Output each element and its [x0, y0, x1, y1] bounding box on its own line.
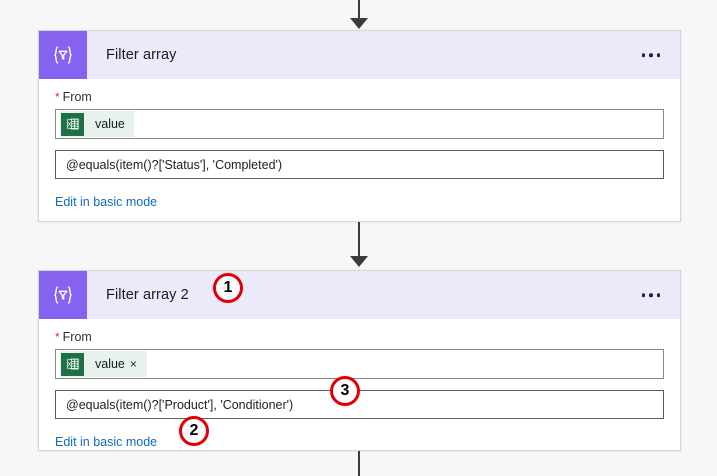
excel-icon: X — [61, 352, 84, 376]
from-input[interactable]: X value × — [55, 349, 664, 379]
card-body: * From X — [39, 79, 680, 213]
svg-text:X: X — [67, 121, 72, 128]
connector-arrow-top — [0, 0, 717, 30]
from-label-text: From — [62, 330, 92, 344]
connector-arrowhead — [350, 256, 368, 267]
required-asterisk: * — [55, 90, 60, 104]
expression-row: @equals(item()?['Status'], 'Completed') — [55, 150, 664, 179]
dot — [641, 293, 645, 297]
filter-array-icon — [39, 31, 87, 79]
dot — [649, 293, 653, 297]
token-label: value — [95, 117, 125, 131]
connector-line — [358, 451, 360, 476]
from-input[interactable]: X value — [55, 109, 664, 139]
filter-array-icon — [39, 271, 87, 319]
dynamic-content-token[interactable]: X value — [60, 111, 134, 137]
connector-line — [358, 0, 360, 20]
edit-in-basic-mode-link[interactable]: Edit in basic mode — [55, 435, 158, 449]
edit-in-basic-mode-link[interactable]: Edit in basic mode — [55, 195, 158, 209]
connector-line — [358, 222, 360, 258]
card-overflow-menu-icon[interactable] — [636, 287, 667, 303]
close-icon[interactable]: × — [129, 357, 137, 371]
action-card-filter-array-2[interactable]: Filter array 2 * From — [38, 270, 681, 451]
connector-arrow-between-cards — [0, 222, 717, 270]
dot — [641, 53, 645, 57]
dot — [656, 53, 660, 57]
excel-icon: X — [61, 112, 84, 136]
dynamic-content-token[interactable]: X value × — [60, 351, 147, 377]
connector-arrowhead — [350, 18, 368, 29]
card-header[interactable]: Filter array — [39, 31, 680, 79]
from-field-label: * From — [55, 90, 664, 104]
from-label-text: From — [62, 90, 92, 104]
dot — [649, 53, 653, 57]
link-row: Edit in basic mode — [55, 191, 664, 213]
card-overflow-menu-icon[interactable] — [636, 47, 667, 63]
connector-line-bottom — [0, 451, 717, 476]
svg-text:X: X — [67, 361, 72, 368]
action-card-filter-array[interactable]: Filter array * From — [38, 30, 681, 222]
annotation-badge-2: 2 — [179, 416, 209, 446]
annotation-badge-3: 3 — [330, 376, 360, 406]
annotation-badge-1: 1 — [213, 273, 243, 303]
dot — [656, 293, 660, 297]
token-label: value — [95, 357, 125, 371]
expression-input[interactable]: @equals(item()?['Status'], 'Completed') — [55, 150, 664, 179]
card-title: Filter array — [106, 47, 177, 63]
card-header[interactable]: Filter array 2 — [39, 271, 680, 319]
required-asterisk: * — [55, 330, 60, 344]
link-row: Edit in basic mode — [55, 431, 664, 453]
from-field-label: * From — [55, 330, 664, 344]
card-title: Filter array 2 — [106, 287, 189, 303]
card-body: * From X — [39, 319, 680, 453]
